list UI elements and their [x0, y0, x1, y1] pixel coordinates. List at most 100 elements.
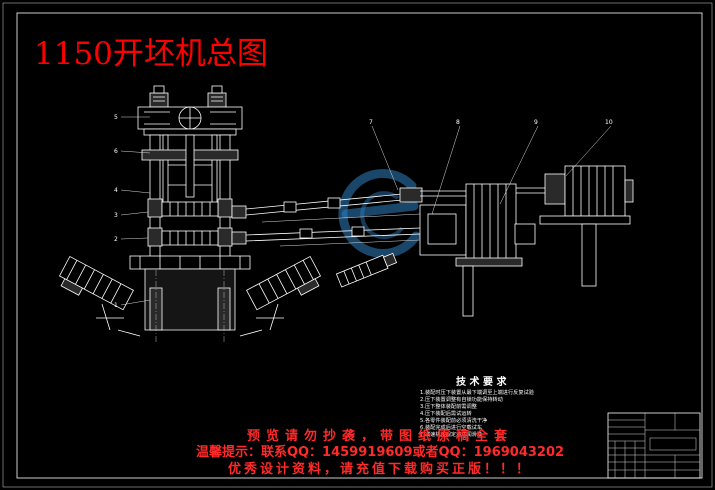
pinion-stand-window	[427, 213, 457, 245]
watermark-line-3: 优秀设计资料，请充值下载购买正版！！！	[227, 462, 532, 477]
foundation-lines	[96, 303, 284, 337]
part-label-10: 10	[605, 119, 613, 126]
entry-roller-table	[58, 255, 134, 311]
watermark-line-2: 温馨提示：联系QQ：1459919609或者QQ：1969043202	[195, 445, 565, 460]
logo-inner-arc	[360, 191, 404, 240]
watermark-line-1: 预览请勿抄袭，带图纸原稿全套	[246, 429, 513, 444]
watermark-notice: 预览请勿抄袭，带图纸原稿全套 温馨提示：联系QQ：1459919609或者QQ：…	[150, 428, 610, 478]
requirement-line: 3.压下整体装配前需调整	[420, 404, 477, 410]
requirement-line: 1.装配时压下装置从最下端调至上端进行反复试验	[420, 390, 534, 396]
title-block-grid-left	[608, 419, 700, 478]
table-frame	[246, 255, 322, 311]
motor-body	[564, 165, 626, 217]
lower-roll-ribs	[169, 231, 211, 245]
screw-spindle	[185, 134, 195, 198]
title-block-border	[607, 412, 701, 479]
part-label-8: 8	[456, 119, 460, 126]
lower-roll	[161, 230, 219, 246]
motor-base	[539, 215, 631, 225]
lower-frame	[144, 268, 236, 331]
exit-roller-table	[246, 255, 322, 311]
worm-gear-cross	[179, 107, 201, 129]
part-label-2: 2	[114, 236, 118, 243]
part-label-9: 9	[534, 119, 538, 126]
upper-roll-ribs	[169, 202, 211, 216]
top-cap-plate	[143, 128, 237, 136]
spindle-balance-bars	[261, 213, 421, 247]
title-block	[607, 412, 701, 479]
technical-requirements: 技 术 要 求 1.装配时压下装置从最下端调至上端进行反复试验 2.压下装置调整…	[420, 376, 600, 439]
oil-pump-box	[514, 223, 536, 245]
leader-line	[120, 116, 151, 306]
motor-rib	[211, 96, 223, 102]
reducer-base	[455, 257, 523, 267]
part-label-5: 5	[114, 114, 118, 121]
requirement-line: 5.各零件装配前必须清洗干净	[420, 418, 488, 424]
requirement-line: 6.装配完成后进行空载试车	[420, 425, 483, 431]
lower-chock-left	[147, 227, 163, 247]
technical-requirements-heading: 技 术 要 求	[456, 377, 507, 388]
motor-end-cap	[624, 179, 634, 203]
mill-stand	[129, 85, 251, 342]
part-label-4: 4	[114, 187, 118, 194]
part-label-3: 3	[114, 212, 118, 219]
drawing-frame	[16, 12, 703, 479]
table-frame	[58, 255, 134, 311]
inner-post-left	[162, 134, 169, 204]
motor-rib	[153, 96, 165, 102]
leader-line	[371, 125, 612, 215]
reducer	[465, 183, 517, 261]
motor-cap	[153, 85, 165, 94]
motor-fins	[572, 166, 614, 216]
main-motor	[516, 165, 634, 287]
motor-body	[149, 92, 169, 108]
spindle-lifting-device	[335, 252, 398, 288]
inner-post-right	[211, 134, 218, 204]
part-label-7: 7	[369, 119, 373, 126]
stand-base-studs	[139, 256, 241, 269]
spindles	[231, 193, 421, 247]
drawing-title: 1150开坯机总图	[34, 36, 268, 72]
table-rollers	[66, 260, 122, 304]
watermark-logo	[338, 169, 421, 258]
title-block-name-cell	[649, 437, 697, 451]
motor-shaft	[516, 187, 545, 194]
table-rollers	[258, 260, 314, 304]
left-part-labels: 5 6 4 3 2 1	[114, 114, 151, 309]
motor-coupling	[544, 173, 566, 205]
top-housing-details	[144, 111, 236, 125]
gearbox-assembly	[399, 183, 536, 317]
stand-base	[129, 255, 251, 270]
screwdown-motor-right	[207, 85, 227, 108]
window-lines	[168, 164, 212, 186]
lower-spindle	[245, 227, 421, 242]
top-part-labels: 7 8 9 10	[369, 119, 613, 215]
table-drive	[296, 278, 320, 296]
requirement-line: 4.压下装配后需试运转	[420, 411, 472, 417]
part-label-6: 6	[114, 148, 118, 155]
requirement-line: 2.压下装置调整有自锁功能保持转动	[420, 397, 503, 403]
spindle-support-1	[283, 201, 297, 213]
upper-chock-left	[147, 198, 163, 218]
pinion-stand	[419, 204, 467, 256]
coupling	[399, 187, 423, 203]
part-label-1: 1	[114, 302, 118, 309]
motor-cap	[211, 85, 223, 94]
upper-roll	[161, 201, 219, 217]
requirement-line: 7.减速机按规定加注润滑油	[420, 432, 483, 438]
lower-chock-right	[217, 227, 233, 247]
upper-spindle-head	[231, 205, 247, 219]
high-speed-shaft	[420, 190, 466, 197]
lower-spindle-head	[231, 231, 247, 245]
spindle-support-2	[327, 197, 341, 209]
table-drive	[60, 278, 84, 296]
lift-cylinder-ribs	[343, 261, 372, 285]
motor-support	[581, 223, 597, 287]
spindle-support-3	[299, 228, 313, 239]
upper-chock-right	[217, 198, 233, 218]
motor-body	[207, 92, 227, 108]
reducer-leg	[462, 265, 474, 317]
reducer-ribs	[473, 184, 507, 260]
